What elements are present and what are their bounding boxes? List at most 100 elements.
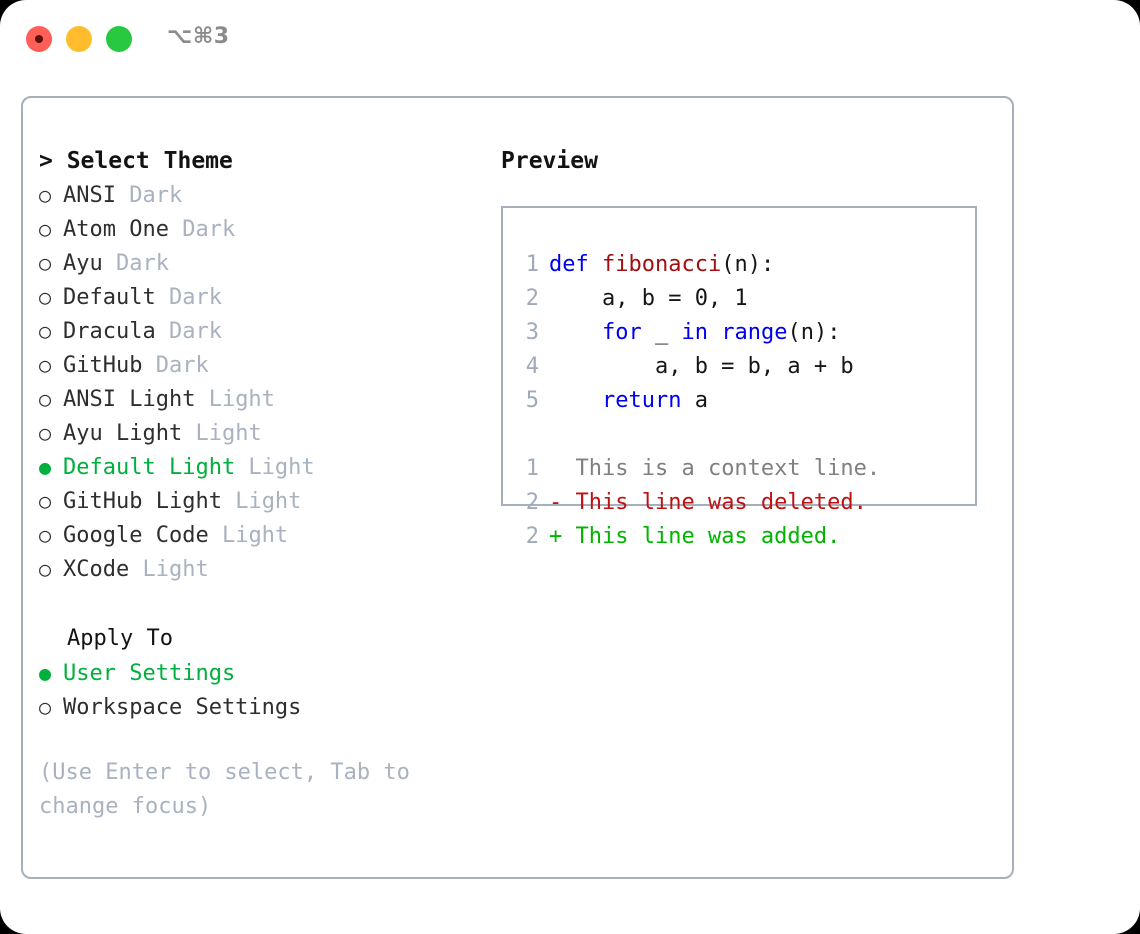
- theme-option-list: ○ANSI Dark○Atom One Dark○Ayu Dark○Defaul…: [39, 178, 489, 586]
- apply-to-heading: Apply To: [67, 626, 173, 651]
- theme-option-label: GitHub: [63, 353, 143, 378]
- diff-line-number: 2: [525, 524, 539, 549]
- code-line-number: 3: [525, 320, 539, 345]
- theme-option-xcode[interactable]: ○ XCode Light: [39, 552, 489, 586]
- theme-option-kind: Dark: [168, 217, 236, 242]
- diff-text: This line was deleted.: [562, 490, 867, 515]
- title-bar: ⌥⌘3: [0, 0, 1140, 78]
- radio-unselected-icon: ○: [39, 489, 52, 513]
- radio-unselected-icon: ○: [39, 353, 52, 377]
- theme-option-kind: Light: [129, 557, 209, 582]
- theme-selector-panel: > Select Theme ○ANSI Dark○Atom One Dark○…: [21, 96, 1014, 879]
- apply-to-option-workspace-settings[interactable]: ○ Workspace Settings: [39, 690, 489, 724]
- diff-marker: [549, 456, 562, 481]
- theme-option-label: ANSI: [63, 183, 116, 208]
- theme-option-kind: Light: [195, 387, 275, 412]
- keyboard-shortcut-label: ⌥⌘3: [167, 24, 230, 49]
- theme-option-google-code[interactable]: ○ Google Code Light: [39, 518, 489, 552]
- radio-unselected-icon: ○: [39, 387, 52, 411]
- code-line-number: 5: [525, 388, 539, 413]
- code-token-plain: (n):: [787, 320, 841, 345]
- theme-list-column: > Select Theme ○ANSI Dark○Atom One Dark○…: [39, 144, 489, 824]
- apply-to-option-list: ● User Settings ○ Workspace Settings: [39, 656, 489, 724]
- radio-unselected-icon: ○: [39, 251, 52, 275]
- theme-option-ayu-light[interactable]: ○ Ayu Light Light: [39, 416, 489, 450]
- theme-option-kind: Light: [182, 421, 262, 446]
- theme-option-github-light[interactable]: ○ GitHub Light Light: [39, 484, 489, 518]
- theme-option-default-light[interactable]: ● Default Light Light: [39, 450, 489, 484]
- code-token-plain: [549, 320, 602, 345]
- close-window-button[interactable]: [26, 26, 52, 52]
- code-line-number: 2: [525, 286, 539, 311]
- theme-option-kind: Dark: [155, 319, 222, 344]
- code-token-bi: range: [721, 320, 788, 345]
- apply-to-option-label: User Settings: [63, 661, 236, 686]
- theme-option-dracula[interactable]: ○ Dracula Dark: [39, 314, 489, 348]
- maximize-window-button[interactable]: [106, 26, 132, 52]
- code-token-kw: return: [601, 388, 682, 413]
- theme-option-label: GitHub Light: [63, 489, 222, 514]
- code-token-plain: [708, 320, 721, 345]
- theme-option-default[interactable]: ○Default Dark: [39, 280, 489, 314]
- theme-option-label: Ayu Light: [63, 421, 183, 446]
- code-spacer: [517, 418, 967, 452]
- code-line: 2 a, b = 0, 1: [517, 282, 967, 316]
- code-line: 5 return a: [517, 384, 967, 418]
- diff-line-del: 2- This line was deleted.: [517, 486, 967, 520]
- theme-option-kind: Dark: [102, 251, 169, 276]
- code-token-plain: a, b = b, a + b: [549, 354, 854, 379]
- theme-option-label: Ayu: [63, 251, 103, 276]
- code-token-plain: [549, 388, 602, 413]
- theme-option-label: Google Code: [63, 523, 209, 548]
- code-line: 3 for _ in range(n):: [517, 316, 967, 350]
- theme-option-github[interactable]: ○ GitHub Dark: [39, 348, 489, 382]
- theme-option-ayu[interactable]: ○ Ayu Dark: [39, 246, 489, 280]
- preview-heading: Preview: [501, 148, 598, 174]
- radio-selected-icon: ●: [39, 661, 52, 685]
- radio-unselected-icon: ○: [39, 557, 52, 581]
- code-line: 4 a, b = b, a + b: [517, 350, 967, 384]
- radio-unselected-icon: ○: [39, 183, 52, 207]
- diff-line-ctx: 1 This is a context line.: [517, 452, 967, 486]
- diff-line-number: 1: [525, 456, 539, 481]
- theme-option-kind: Dark: [115, 183, 183, 208]
- select-theme-heading: > Select Theme: [39, 148, 233, 174]
- theme-option-ansi[interactable]: ○ ANSI Dark: [39, 178, 489, 212]
- diff-text: This is a context line.: [562, 456, 881, 481]
- apply-to-section: Apply To ● User Settings ○ Workspace Settin…: [39, 622, 489, 724]
- theme-option-kind: Light: [235, 455, 315, 480]
- radio-unselected-icon: ○: [39, 421, 52, 445]
- code-token-plain: (n):: [721, 252, 775, 277]
- theme-option-atom-one[interactable]: ○Atom One Dark: [39, 212, 489, 246]
- diff-marker: -: [549, 490, 563, 515]
- theme-option-label: XCode: [63, 557, 130, 582]
- theme-option-label: Default: [63, 285, 156, 310]
- code-token-plain: a, b = 0, 1: [549, 286, 748, 311]
- theme-option-label: ANSI Light: [63, 387, 196, 412]
- theme-option-label: Dracula: [63, 319, 156, 344]
- apply-to-option-user-settings[interactable]: ● User Settings: [39, 656, 489, 690]
- theme-option-kind: Dark: [155, 285, 222, 310]
- theme-option-label: Default Light: [63, 455, 236, 480]
- minimize-window-button[interactable]: [66, 26, 92, 52]
- radio-unselected-icon: ○: [39, 319, 52, 343]
- code-token-kw: for: [601, 320, 642, 345]
- theme-option-kind: Light: [208, 523, 289, 548]
- apply-to-option-label: Workspace Settings: [63, 695, 302, 720]
- radio-unselected-icon: ○: [39, 523, 52, 547]
- theme-option-kind: Light: [221, 489, 302, 514]
- theme-option-kind: Dark: [142, 353, 209, 378]
- diff-text: This line was added.: [562, 524, 841, 549]
- code-line-number: 4: [525, 354, 539, 379]
- diff-marker: +: [549, 524, 563, 549]
- code-token-fn: fibonacci: [601, 252, 722, 277]
- radio-unselected-icon: ○: [39, 695, 52, 719]
- theme-option-ansi-light[interactable]: ○ ANSI Light Light: [39, 382, 489, 416]
- radio-selected-icon: ●: [39, 455, 52, 479]
- code-token-kw: in: [681, 320, 708, 345]
